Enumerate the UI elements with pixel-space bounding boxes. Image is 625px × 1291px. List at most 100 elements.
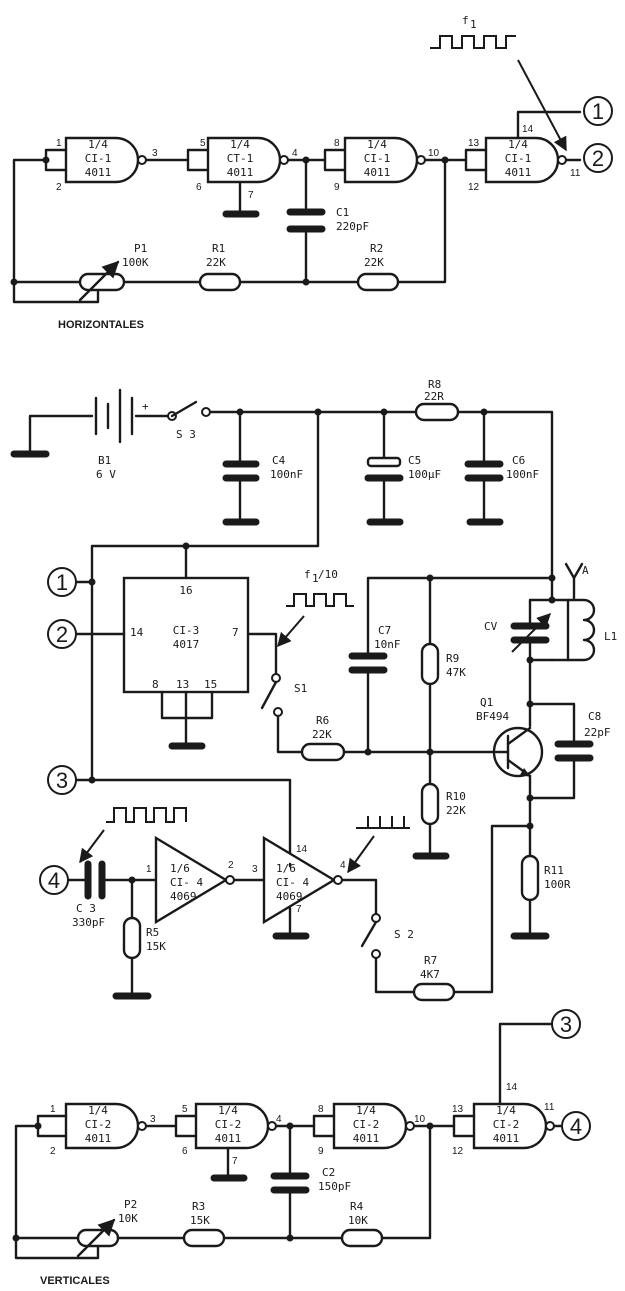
vertical-title: VERTICALES — [40, 1275, 110, 1287]
label-main-inv1-out: 2 — [228, 860, 234, 871]
label-main-inv1-in: 1 — [146, 864, 152, 875]
label-main-r7-name: R7 — [424, 954, 437, 967]
nand-gate-h3: 1/4 CI-1 4011 8 9 10 — [334, 136, 440, 193]
label-horizontal-gates-3-in_b: 12 — [468, 182, 480, 193]
label-vertical-gates-2-out: 10 — [414, 1114, 426, 1125]
square-wave-icon — [286, 593, 354, 607]
label-vertical-node_3: 3 — [560, 1012, 572, 1037]
label-main-ci3-p8: 8 — [152, 678, 159, 691]
label-main-r5-name: R5 — [146, 926, 159, 939]
pulse-wave-icon — [356, 816, 410, 829]
label-main-c4-name: C4 — [272, 454, 286, 467]
label-main-node_4: 4 — [48, 868, 60, 893]
label-horizontal-gates-2-type: 4011 — [364, 166, 391, 179]
label-main-inv2-out: 4 — [340, 860, 346, 871]
label-main-r6-value: 22K — [312, 728, 332, 741]
label-main-node_2: 2 — [56, 622, 68, 647]
label-main-c8-value: 22pF — [584, 726, 611, 739]
node-circle-2 — [583, 143, 613, 173]
label-main-inv2-gnd: 7 — [296, 904, 302, 915]
label-horizontal-gates-3-vcc: 14 — [522, 124, 534, 135]
label-main-r5-value: 15K — [146, 940, 166, 953]
label-horizontal-gates-1-frac: 1/4 — [230, 138, 250, 151]
nand-gate-h1: 1/4 CI-1 4011 1 2 3 — [56, 136, 158, 193]
label-horizontal-gates-3-frac: 1/4 — [508, 138, 528, 151]
label-main-q1-type: BF494 — [476, 710, 509, 723]
nand-gate-v4: 1/4 CI-2 4011 13 12 11 14 — [452, 1082, 555, 1157]
label-main-c3-value: 330pF — [72, 916, 105, 929]
label-horizontal-gates-3-out: 11 — [570, 168, 581, 179]
label-horizontal-c1-value: 220pF — [336, 220, 369, 233]
label-horizontal-gates-3-name: CI-1 — [505, 152, 532, 165]
label-horizontal-gates-2-frac: 1/4 — [367, 138, 387, 151]
label-vertical-gates-2-in_a: 8 — [318, 1104, 324, 1115]
label-vertical-gates-1-frac: 1/4 — [218, 1104, 238, 1117]
label-main-node_1: 1 — [56, 570, 68, 595]
label-vertical-c2-value: 150pF — [318, 1180, 351, 1193]
label-vertical-gates-1-type: 4011 — [215, 1132, 242, 1145]
label-vertical-p2-value: 10K — [118, 1212, 138, 1225]
label-vertical-gates-3-in_b: 12 — [452, 1146, 464, 1157]
inverter-gate-1: 1/6 CI- 4 4069 1 2 — [146, 835, 235, 925]
label-main-s1: S1 — [294, 682, 307, 695]
label-vertical-gates-1-in_b: 6 — [182, 1146, 188, 1157]
label-vertical-node_4: 4 — [570, 1114, 582, 1139]
label-vertical-r3-name: R3 — [192, 1200, 205, 1213]
label-horizontal-gates-0-type: 4011 — [85, 166, 112, 179]
label-horizontal-p1-name: P1 — [134, 242, 147, 255]
label-vertical-gates-2-name: CI-2 — [353, 1118, 380, 1131]
label-main-inv2-in: 3 — [252, 864, 258, 875]
label-main-c3-name: C 3 — [76, 902, 96, 915]
label-main-r6-name: R6 — [316, 714, 329, 727]
square-wave-icon — [430, 35, 516, 49]
label-vertical-gates-3-frac: 1/4 — [496, 1104, 516, 1117]
inverter-gate-2: 1/6 CI- 4 4069 3 4 14 7 — [252, 835, 346, 925]
label-main-r8-name: R8 — [428, 378, 441, 391]
nand-gate-v2: 1/4 CI-2 4011 5 6 4 7 — [182, 1102, 282, 1167]
label-horizontal-gates-0-in_a: 1 — [56, 138, 62, 149]
label-horizontal-r1-value: 22K — [206, 256, 226, 269]
label-horizontal-gates-1-in_b: 6 — [196, 182, 202, 193]
label-main-ci3-p7: 7 — [232, 626, 239, 639]
label-main-inv2-name: CI- 4 — [276, 876, 309, 889]
label-horizontal-gates-1-in_a: 5 — [200, 138, 206, 149]
label-horizontal-p1-value: 100K — [122, 256, 149, 269]
ic-4017 — [122, 576, 250, 694]
transistor-q1 — [492, 726, 544, 778]
label-horizontal-gates-1-name: CT-1 — [227, 152, 254, 165]
label-main-c6-name: C6 — [512, 454, 525, 467]
label-horizontal-gates-2-in_b: 9 — [334, 182, 340, 193]
label-main-ci3-p14: 14 — [130, 626, 144, 639]
label-vertical-gates-3-name: CI-2 — [493, 1118, 520, 1131]
label-horizontal-gates-0-frac: 1/4 — [88, 138, 108, 151]
label-horizontal-freq_sub: 1 — [470, 18, 477, 31]
label-horizontal-gates-1-out: 4 — [292, 148, 298, 159]
label-vertical-c2-name: C2 — [322, 1166, 335, 1179]
label-vertical-gates-2-in_b: 9 — [318, 1146, 324, 1157]
label-vertical-r4-value: 10K — [348, 1214, 368, 1227]
node-circle-1 — [583, 96, 613, 126]
label-main-ci3-p16: 16 — [179, 584, 192, 597]
label-horizontal-gates-0-out: 3 — [152, 148, 158, 159]
label-main-node_3: 3 — [56, 768, 68, 793]
label-vertical-gates-0-in_b: 2 — [50, 1146, 56, 1157]
label-vertical-gates-3-type: 4011 — [493, 1132, 520, 1145]
label-main-inv2-type: 4069 — [276, 890, 303, 903]
label-main-inv1-name: CI- 4 — [170, 876, 203, 889]
label-main-c6-value: 100nF — [506, 468, 539, 481]
label-vertical-gates-1-name: CI-2 — [215, 1118, 242, 1131]
label-main-ci3-type: 4017 — [173, 638, 200, 651]
label-main-c8-name: C8 — [588, 710, 601, 723]
label-main-b1-name: B1 — [98, 454, 111, 467]
nand-gate-h4: 1/4 CI-1 4011 13 12 11 14 — [468, 124, 581, 193]
label-horizontal-node_2: 2 — [592, 146, 604, 171]
label-main-c7-name: C7 — [378, 624, 391, 637]
label-main-r11-value: 100R — [544, 878, 571, 891]
nand-gate-v3: 1/4 CI-2 4011 8 9 10 — [318, 1102, 426, 1157]
label-vertical-gates-0-type: 4011 — [85, 1132, 112, 1145]
label-main-inv1-type: 4069 — [170, 890, 197, 903]
label-vertical-r4-name: R4 — [350, 1200, 364, 1213]
label-main-c5-name: C5 — [408, 454, 421, 467]
nand-gate-v1: 1/4 CI-2 4011 1 2 3 — [50, 1102, 156, 1157]
main-circuit: + B1 6 V S 3 R8 22R C4 100nF C5 100µF — [10, 378, 617, 1002]
